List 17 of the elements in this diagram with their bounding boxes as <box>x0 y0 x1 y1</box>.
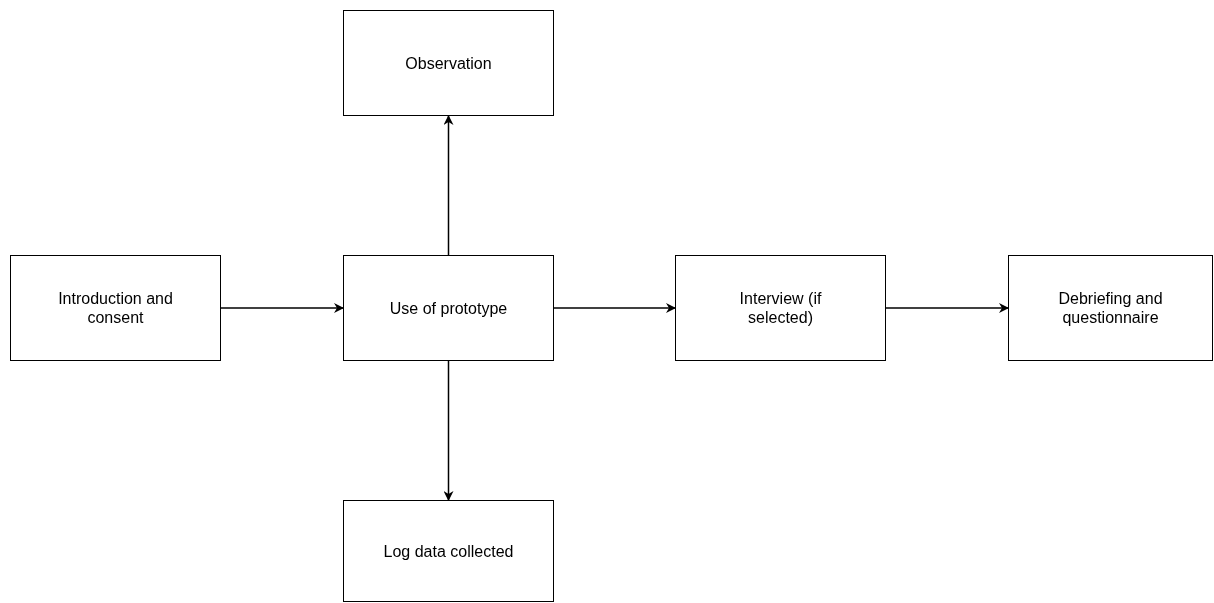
box-label: Introduction and consent <box>57 289 174 327</box>
arrow <box>443 115 454 256</box>
process-box <box>675 255 886 361</box>
process-box <box>10 255 221 361</box>
box-label: Interview (if selected) <box>738 289 823 327</box>
arrow <box>220 303 344 313</box>
box-label: Debriefing and questionnaire <box>1057 289 1164 327</box>
process-box <box>343 500 554 602</box>
arrow <box>443 360 454 501</box>
process-box <box>1008 255 1213 361</box>
arrow <box>553 303 676 313</box>
process-box <box>343 255 554 361</box>
box-label: Log data collected <box>383 541 514 561</box>
box-label: Observation <box>405 53 492 73</box>
box-label: Use of prototype <box>389 298 508 318</box>
arrow <box>885 303 1009 313</box>
process-box <box>343 10 554 116</box>
